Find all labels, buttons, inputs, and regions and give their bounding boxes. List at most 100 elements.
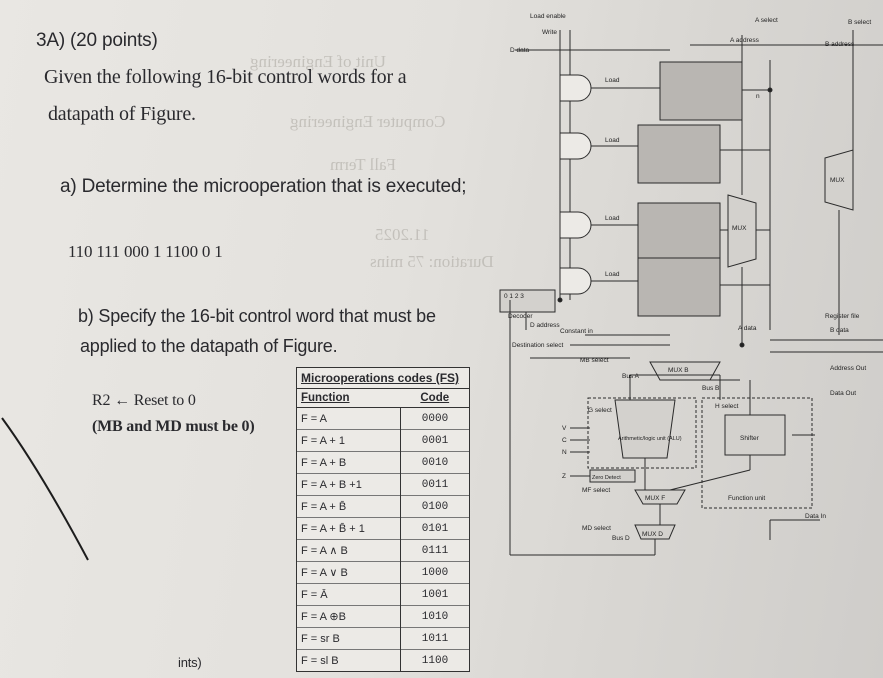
- label-bus-b: Bus B: [702, 385, 719, 392]
- function-cell: F = sl B: [297, 649, 401, 671]
- code-cell: 0011: [400, 473, 469, 496]
- table-caption: Microoperations codes (FS): [297, 368, 469, 389]
- label-h-select: H select: [715, 403, 739, 410]
- label-function-unit: Function unit: [728, 495, 765, 502]
- label-mux-b-top: MUX: [830, 177, 845, 184]
- label-mux-d: MUX D: [642, 531, 663, 538]
- code-cell: 1010: [400, 605, 469, 628]
- reset-arrow: ←: [114, 392, 130, 409]
- label-v: V: [562, 425, 567, 432]
- code-cell: 0000: [400, 407, 469, 430]
- label-g-select: G select: [588, 407, 612, 414]
- label-constant-in: Constant in: [560, 328, 593, 335]
- datapath-figure: Load enable Write D data Load Load Load …: [499, 13, 883, 556]
- show-through-text: Fall Term: [330, 155, 397, 174]
- label-b-select: B select: [848, 19, 871, 26]
- mb-md-note: (MB and MD must be 0): [92, 418, 255, 435]
- label-z: Z: [562, 473, 566, 480]
- label-decoder-bits: 0 1 2 3: [504, 293, 524, 300]
- label-load-1: Load: [605, 77, 620, 84]
- function-cell: F = A ⊕B: [297, 605, 401, 628]
- code-cell: 1011: [400, 627, 469, 650]
- function-cell: F = A + B: [297, 451, 401, 474]
- label-c: C: [562, 437, 567, 444]
- microoperation-table: Microoperations codes (FS) Function Code…: [296, 367, 470, 672]
- label-load-2: Load: [605, 137, 620, 144]
- label-register-file: Register file: [825, 313, 860, 320]
- label-mf-select: MF select: [582, 487, 610, 494]
- label-mux-a: MUX: [732, 225, 747, 232]
- code-cell: 1100: [400, 649, 469, 671]
- part-a-text: a) Determine the microoperation that is …: [60, 176, 467, 197]
- reset-lhs: R2: [92, 392, 111, 409]
- label-n-bits: n: [756, 93, 760, 100]
- control-word: 110 111 000 1 1100 0 1: [68, 242, 223, 261]
- label-mux-f: MUX F: [645, 495, 665, 502]
- code-cell: 0001: [400, 429, 469, 452]
- pen-stroke: [1, 417, 89, 561]
- function-cell: F = A: [297, 407, 401, 430]
- reset-rhs: Reset to 0: [133, 392, 196, 409]
- column-header-function: Function: [297, 389, 401, 408]
- code-cell: 0111: [400, 539, 469, 562]
- label-d-address: D address: [530, 322, 560, 329]
- label-write: Write: [542, 29, 557, 36]
- code-cell: 0101: [400, 517, 469, 540]
- label-load-4: Load: [605, 271, 620, 278]
- label-a-select: A select: [755, 17, 778, 24]
- label-bus-d: Bus D: [612, 535, 630, 542]
- question-intro-line1: Given the following 16-bit control words…: [44, 66, 407, 88]
- label-zero-detect: Zero Detect: [592, 475, 621, 481]
- label-decoder: Decoder: [508, 313, 533, 320]
- part-b-text-line2: applied to the datapath of Figure.: [80, 336, 338, 356]
- table-row: F = A + B̄0100: [297, 495, 469, 518]
- function-cell: F = A + B̄ + 1: [297, 517, 401, 540]
- label-n: N: [562, 449, 567, 456]
- label-load-3: Load: [605, 215, 620, 222]
- label-data-out: Data Out: [830, 390, 856, 397]
- label-d-data: D data: [510, 47, 530, 54]
- code-cell: 0010: [400, 451, 469, 474]
- reset-microoperation: R2 ← Reset to 0: [92, 392, 196, 410]
- function-cell: F = A ∧ B: [297, 539, 401, 562]
- page-footer-fragment: ints): [178, 655, 202, 670]
- label-b-data: B data: [830, 327, 849, 334]
- question-title: 3A) (20 points): [36, 30, 158, 51]
- label-a-data: A data: [738, 325, 757, 332]
- function-cell: F = sr B: [297, 627, 401, 650]
- label-mux-b: MUX B: [668, 367, 689, 374]
- label-load-enable: Load enable: [530, 13, 566, 20]
- label-a-address: A address: [730, 37, 760, 44]
- label-shifter: Shifter: [740, 435, 760, 442]
- label-alu: Arithmetic/logic unit (ALU): [618, 436, 682, 442]
- code-cell: 1000: [400, 561, 469, 584]
- label-bus-a: Bus A: [622, 373, 640, 380]
- label-address-out: Address Out: [830, 365, 866, 372]
- show-through-text: 11.2025: [375, 225, 430, 244]
- label-mb-select: MB select: [580, 357, 609, 364]
- label-b-address: B address: [825, 41, 855, 48]
- label-destination-select: Destination select: [512, 342, 563, 349]
- code-cell: 0100: [400, 495, 469, 518]
- function-cell: F = Ā: [297, 583, 401, 606]
- function-cell: F = A ∨ B: [297, 561, 401, 584]
- column-header-code: Code: [400, 389, 469, 408]
- part-b-text-line1: b) Specify the 16-bit control word that …: [78, 306, 436, 326]
- code-cell: 1001: [400, 583, 469, 606]
- function-cell: F = A + B +1: [297, 473, 401, 496]
- function-cell: F = A + 1: [297, 429, 401, 452]
- label-md-select: MD select: [582, 525, 611, 532]
- show-through-text: Computer Engineering: [290, 112, 446, 131]
- function-cell: F = A + B̄: [297, 495, 401, 518]
